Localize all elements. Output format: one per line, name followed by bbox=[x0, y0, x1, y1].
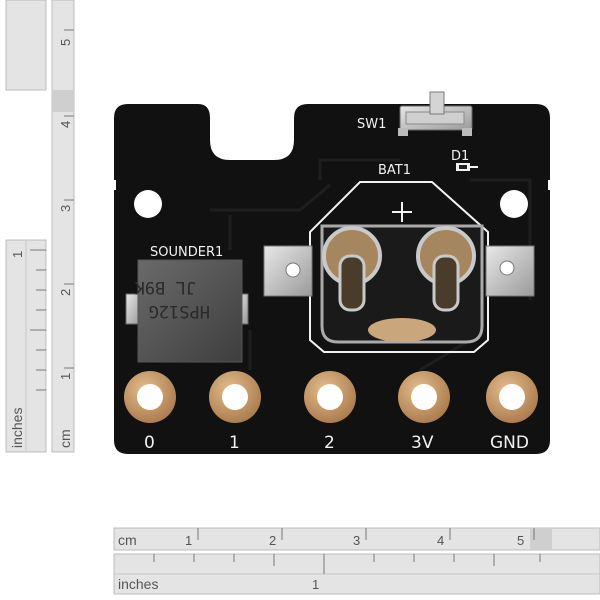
ruler-h-cm-tick-4: 4 bbox=[437, 533, 444, 548]
battery-contact-left bbox=[322, 226, 382, 312]
label-bat1: BAT1 bbox=[378, 163, 411, 178]
mounting-hole-right bbox=[500, 190, 528, 218]
ruler-v-cm-tick-3: 3 bbox=[58, 205, 73, 212]
ruler-vertical-inches-top bbox=[5, 0, 47, 91]
ruler-h-cm-tick-5: 5 bbox=[517, 533, 524, 548]
battery-contact-right bbox=[416, 226, 476, 312]
label-pad-gnd: GND bbox=[490, 433, 529, 453]
ruler-v-inches-tick-1: 1 bbox=[10, 251, 25, 258]
ruler-v-cm-tick-2: 2 bbox=[58, 289, 73, 296]
edge-pads bbox=[124, 371, 538, 423]
sounder-marking-line-2: HPS12G bbox=[149, 301, 210, 321]
ruler-h-inches-tick-1: 1 bbox=[312, 577, 319, 592]
ruler-v-cm-tick-1: 1 bbox=[58, 373, 73, 380]
ruler-v-cm-tick-4: 4 bbox=[58, 121, 73, 128]
label-pad-3v: 3V bbox=[411, 433, 434, 453]
sounder-buzzer: JL B9K HPS12G bbox=[125, 259, 249, 363]
slide-switch bbox=[398, 91, 473, 136]
pad-gnd bbox=[486, 371, 538, 423]
label-pad-1: 1 bbox=[229, 433, 240, 453]
label-pad-2: 2 bbox=[324, 433, 335, 453]
battery-holder bbox=[263, 181, 535, 353]
ruler-v-cm-tick-5: 5 bbox=[58, 39, 73, 46]
pad-1 bbox=[209, 371, 261, 423]
ruler-h-cm-tick-1: 1 bbox=[185, 533, 192, 548]
pad-3v bbox=[398, 371, 450, 423]
sounder-marking-line-1: JL B9K bbox=[134, 277, 196, 297]
ruler-v-inches-unit: inches bbox=[9, 408, 25, 448]
ruler-vertical-cm: cm 1 2 3 4 5 bbox=[51, 0, 75, 453]
pad-0 bbox=[124, 371, 176, 423]
mounting-hole-left bbox=[134, 190, 162, 218]
ruler-h-cm-tick-2: 2 bbox=[269, 533, 276, 548]
led-d1 bbox=[456, 163, 478, 171]
ruler-h-inches-unit: inches bbox=[118, 576, 158, 592]
ruler-h-cm-unit: cm bbox=[118, 532, 137, 548]
label-sounder1: SOUNDER1 bbox=[150, 245, 223, 260]
plus-mark-icon bbox=[392, 202, 412, 222]
pad-2 bbox=[304, 371, 356, 423]
label-sw1: SW1 bbox=[357, 117, 386, 132]
edge-notches bbox=[111, 180, 553, 190]
label-d1: D1 bbox=[451, 149, 469, 164]
ruler-vertical-inches: inches 1 2 bbox=[5, 39, 47, 453]
ruler-horizontal-inches: inches 1 bbox=[113, 553, 600, 595]
ruler-v-cm-unit: cm bbox=[57, 429, 73, 448]
ruler-h-cm-tick-3: 3 bbox=[353, 533, 360, 548]
label-pad-0: 0 bbox=[144, 433, 155, 453]
ruler-horizontal-cm: cm 1 2 3 4 5 bbox=[113, 527, 600, 551]
